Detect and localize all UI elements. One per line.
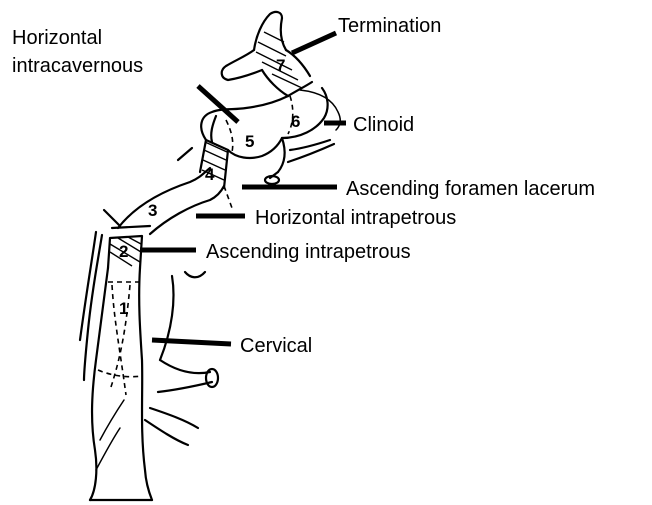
cervical-segment-outline — [80, 232, 218, 500]
label-ascending-foramen-lacerum: Ascending foramen lacerum — [346, 178, 595, 200]
segment-number-3: 3 — [148, 201, 157, 220]
label-cervical: Cervical — [240, 335, 312, 357]
label-ascending-intrapetrous: Ascending intrapetrous — [206, 241, 411, 263]
segment-number-7: 7 — [276, 56, 285, 75]
label-clinoid: Clinoid — [353, 114, 414, 136]
segment-number-4: 4 — [205, 165, 215, 184]
label-horizontal-intrapetrous: Horizontal intrapetrous — [255, 207, 456, 229]
segment-number-2: 2 — [119, 242, 128, 261]
label-horizontal-intracavernous-line1: Horizontal — [12, 27, 102, 49]
label-termination: Termination — [338, 15, 441, 37]
leader-cervical — [152, 340, 231, 344]
termination-segment — [222, 12, 310, 96]
leader-termination — [292, 33, 336, 53]
segment-number-6: 6 — [291, 112, 300, 131]
segment-number-1: 1 — [119, 299, 128, 318]
label-horizontal-intracavernous-line2: intracavernous — [12, 55, 143, 77]
segment-number-5: 5 — [245, 132, 254, 151]
